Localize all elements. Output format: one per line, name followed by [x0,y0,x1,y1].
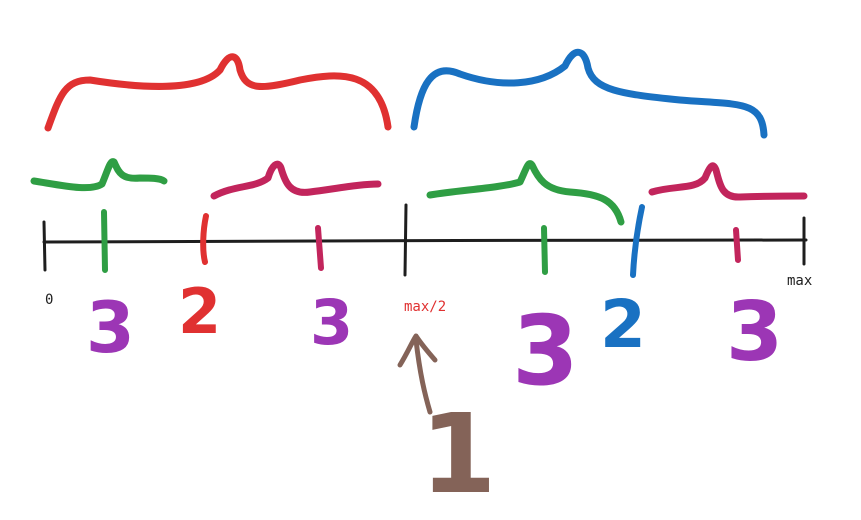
brace-red-top [44,53,392,132]
axis-label-min: 0 [45,292,53,308]
brace-blue-top [410,48,768,139]
brace-green-right [426,160,625,226]
tick-blue-5 [630,204,645,278]
number-3-purple-2: 3 [310,286,353,359]
number-2-red: 2 [178,275,221,348]
tick-crimson-3 [315,225,324,271]
arrow-shaft [413,337,433,415]
number-1-brown: 1 [420,390,497,518]
tick-green-4 [541,225,548,275]
brace-crimson-right [648,162,808,201]
number-3-purple-3: 3 [512,295,579,407]
axis-line [42,238,808,244]
brace-green-left [30,158,168,192]
number-3-purple-4: 3 [726,285,783,380]
tick-red-2 [200,213,209,265]
axis-label-mid: max/2 [404,299,446,315]
axis-tick-min [42,220,47,272]
arrow-head [397,333,438,368]
tick-green-1 [101,209,108,273]
number-3-purple-1: 3 [86,287,135,369]
axis-tick-mid [403,203,408,277]
number-2-blue: 2 [600,286,646,363]
tick-crimson-6 [733,227,741,263]
axis-label-max: max [787,273,812,289]
brace-crimson-left [210,160,382,200]
